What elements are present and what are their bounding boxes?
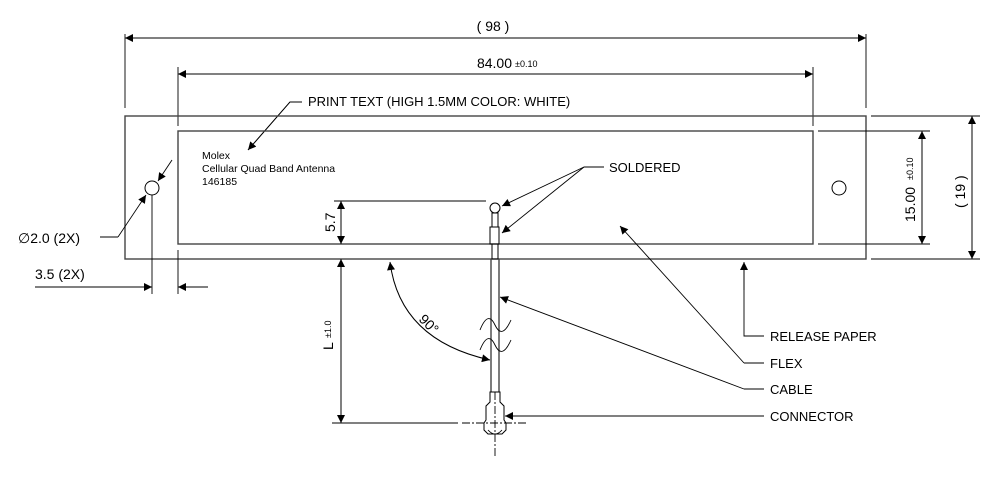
leader-line [247,101,302,151]
cable-assembly [479,202,512,392]
solder-offset-dimension: 5.7 [322,200,486,244]
flex-callout: FLEX [619,225,803,371]
overall-length-dimension: ( 98 ) [124,18,867,108]
soldered-callout: SOLDERED [501,160,681,234]
leader-line [743,267,764,337]
connector [462,391,528,457]
print-text-callout: PRINT TEXT (HIGH 1.5MM COLOR: WHITE) [247,94,570,151]
flex-label: FLEX [770,356,803,371]
leader-arrow [157,159,173,182]
flex-print-text: Molex Cellular Quad Band Antenna 146185 [202,150,335,188]
cable-length-tolerance: ±1.0 [323,321,333,338]
cable-core [491,243,499,260]
leader-arrow [247,101,291,151]
hole-offset-label: 3.5 (2X) [35,266,85,282]
flex-length-tolerance: ±0.10 [515,59,537,69]
hole-diameter-callout: ∅2.0 (2X) [18,159,173,246]
connector-callout: CONNECTOR [505,409,854,424]
print-text-label: PRINT TEXT (HIGH 1.5MM COLOR: WHITE) [308,94,570,109]
break-mark [479,318,512,332]
leader-arrow [619,225,745,364]
flex-height-label: 15.00 [902,187,918,222]
overall-height-label: ( 19 ) [952,175,968,208]
mounting-hole-right [831,180,847,196]
solder-sleeve [489,226,500,245]
flex-length-label: 84.00 [477,55,512,71]
angle-label: 90° [416,311,442,337]
hole-diameter-label: ∅2.0 (2X) [18,230,80,246]
hole-offset-dimension: 3.5 (2X) [35,195,208,294]
leader-arrow [501,166,585,234]
mounting-hole-left [144,180,160,196]
leader-arrow [499,296,745,390]
flex-height-tolerance: ±0.10 [905,158,915,180]
leader-arrow [501,166,585,207]
print-line-3: 146185 [202,176,237,188]
angle-arc [387,261,491,363]
soldered-label: SOLDERED [609,160,681,175]
overall-height-dimension: ( 19 ) [871,115,980,260]
leader-arrow [117,194,147,238]
print-line-1: Molex [202,150,231,162]
connector-body [483,391,507,435]
release-paper-callout: RELEASE PAPER [740,262,877,344]
print-line-2: Cellular Quad Band Antenna [202,163,335,175]
solder-point [489,202,501,214]
cable-length-label: L [320,342,336,350]
solder-offset-label: 5.7 [322,212,338,232]
release-paper-label: RELEASE PAPER [770,329,877,344]
cable-callout: CABLE [499,296,813,397]
angle-dimension: 90° [387,261,491,363]
cable-core [491,212,499,228]
flex-height-dimension: 15.00 ±0.10 [818,130,930,245]
cable-label: CABLE [770,382,813,397]
overall-length-label: ( 98 ) [477,18,510,34]
cable-length-dimension: L ±1.0 [320,259,458,424]
connector-label: CONNECTOR [770,409,854,424]
break-mark [479,338,512,352]
